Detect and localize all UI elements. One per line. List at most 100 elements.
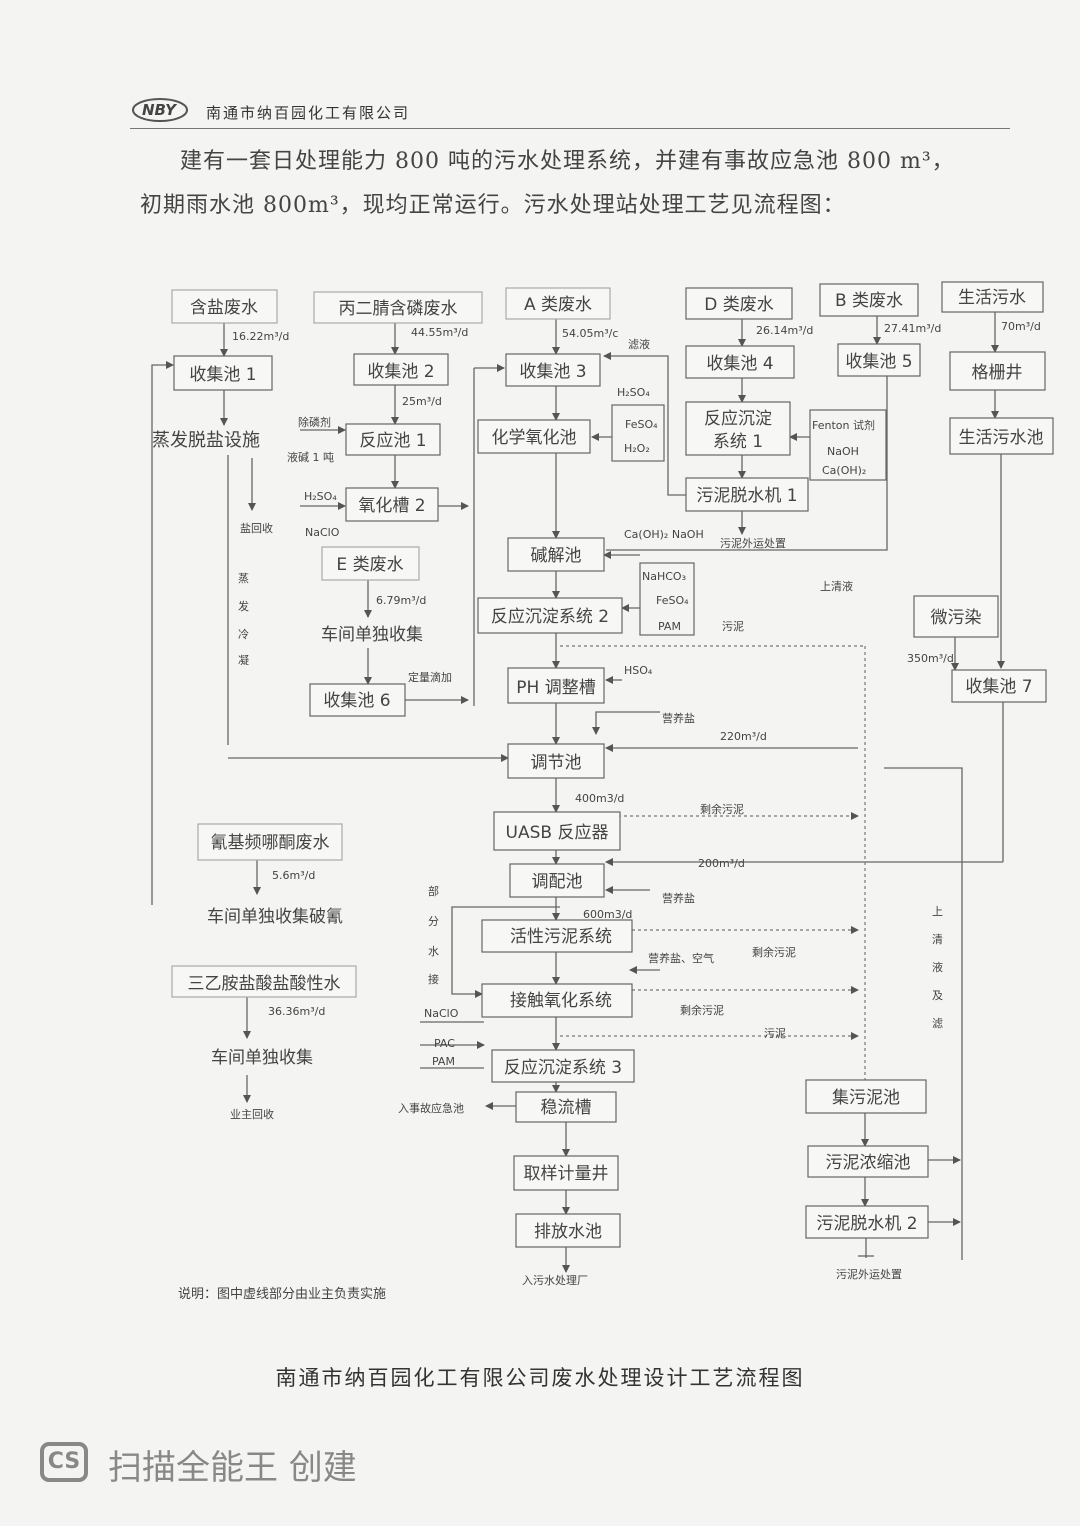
- source-malononitrile-wastewater: 丙二腈含磷废水: [339, 299, 458, 319]
- intro-line-2: 初期雨水池 800m³，现均正常运行。污水处理站处理工艺见流程图：: [140, 193, 846, 218]
- note-evap-char-2: 发: [238, 599, 249, 613]
- note-sludge: 污泥: [764, 1027, 786, 1040]
- unit-sludge-dewatering-1: 污泥脱水机 1: [696, 486, 797, 506]
- unit-discharge-pool: 排放水池: [534, 1222, 602, 1242]
- note-supernatant-char-4: 及: [932, 989, 943, 1002]
- note-evap-char-3: 冷: [238, 628, 249, 641]
- figure-caption: 南通市纳百园化工有限公司废水处理设计工艺流程图: [275, 1366, 805, 1390]
- chem-sulfuric-acid: H₂SO₄: [617, 386, 650, 399]
- note-sludge-offsite: 污泥外运处置: [720, 537, 786, 550]
- note-supernatant: 上清液: [820, 579, 853, 593]
- unit-grille-well: 格栅井: [972, 363, 1023, 383]
- chem-pam: PAM: [658, 620, 681, 633]
- note-to-emergency-pool: 入事故应急池: [398, 1101, 464, 1115]
- unit-reaction-tank-1: 反应池 1: [359, 431, 426, 451]
- unit-collection-2: 收集池 2: [367, 362, 434, 382]
- intro-paragraph: 建有一套日处理能力 800 吨的污水处理系统，并建有事故应急池 800 m³， …: [140, 140, 1010, 228]
- chem-sodium-hydroxide: NaOH: [827, 445, 859, 458]
- source-salt-wastewater: 含盐废水: [190, 298, 258, 318]
- chem-pac: PAC: [434, 1037, 455, 1050]
- unit-workshop-collection: 车间单独收集: [321, 625, 423, 645]
- flow-rate: 5.6m³/d: [272, 869, 315, 882]
- header-rule: [130, 128, 1010, 129]
- unit-reaction-sedimentation-3: 反应沉淀系统 3: [504, 1058, 622, 1078]
- note-owner-recovery: 业主回收: [230, 1107, 274, 1121]
- chem-nutrient-salt: 营养盐: [662, 891, 695, 905]
- chem-sodium-hypochlorite: NaClO: [305, 526, 340, 539]
- unit-flow-stabilizer: 稳流槽: [541, 1098, 592, 1118]
- chem-pam: PAM: [432, 1055, 455, 1068]
- notes: 滤液 盐回收 蒸 发 冷 凝 定量滴加 污泥外运处置 上清液 污泥 剩余污泥 剩…: [178, 337, 943, 1302]
- process-boxes: [171, 281, 1054, 1248]
- unit-evaporation-desalination: 蒸发脱盐设施: [152, 430, 260, 451]
- intro-line-1: 建有一套日处理能力 800 吨的污水处理系统，并建有事故应急池 800 m³，: [180, 149, 955, 174]
- chem-ferrous-sulfate: FeSO₄: [656, 594, 689, 607]
- source-micro-pollution: 微污染: [931, 608, 982, 628]
- flow-rate: 350m³/d: [907, 652, 954, 665]
- unit-collection-3: 收集池 3: [519, 362, 586, 382]
- source-cyanopinacolone-wastewater: 氰基频哪酮废水: [211, 833, 330, 853]
- unit-blending-pool: 调配池: [532, 872, 583, 892]
- watermark-text: 扫描全能王 创建: [108, 1448, 357, 1488]
- flow-rate: 200m³/d: [698, 857, 745, 870]
- note-evap-char-4: 凝: [238, 653, 249, 667]
- unit-oxidation-tank-2: 氧化槽 2: [358, 496, 425, 516]
- chem-ferrous-sulfate: FeSO₄: [625, 418, 658, 431]
- flow-rate: 44.55m³/d: [411, 326, 468, 339]
- chem-liquid-alkali: 液碱 1 吨: [287, 450, 334, 464]
- flow-rates: 16.22m³/d 44.55m³/d 54.05m³/c 26.14m³/d …: [232, 320, 1041, 1018]
- flow-rate: 27.41m³/d: [884, 322, 941, 335]
- unit-alkaline-hydrolysis: 碱解池: [531, 546, 582, 566]
- note-supernatant-char-5: 滤: [932, 1017, 943, 1030]
- unit-contact-oxidation: 接触氧化系统: [510, 991, 612, 1011]
- unit-sampling-metering-well: 取样计量井: [524, 1164, 609, 1184]
- process-flow-diagram: 含盐废水 丙二腈含磷废水 A 类废水 D 类废水 B 类废水 生活污水 E 类废…: [151, 281, 1054, 1302]
- chem-hso4: HSO₄: [624, 664, 653, 677]
- unit-collection-4: 收集池 4: [706, 354, 773, 374]
- unit-sludge-dewatering-2: 污泥脱水机 2: [816, 1214, 917, 1234]
- chem-hydrogen-peroxide: H₂O₂: [624, 442, 650, 455]
- header-company-name: 南通市纳百园化工有限公司: [206, 104, 411, 122]
- flow-rate: 600m3/d: [583, 908, 632, 921]
- unit-sludge-collection: 集污泥池: [832, 1088, 900, 1108]
- source-b-wastewater: B 类废水: [835, 291, 903, 311]
- source-a-wastewater: A 类废水: [524, 295, 592, 315]
- source-labels: 含盐废水 丙二腈含磷废水 A 类废水 D 类废水 B 类废水 生活污水 E 类废…: [188, 288, 1027, 994]
- unit-sludge-thickening: 污泥浓缩池: [826, 1153, 911, 1173]
- note-to-sewage-plant: 入污水处理厂: [522, 1274, 588, 1287]
- source-domestic-sewage: 生活污水: [958, 288, 1026, 308]
- unit-workshop-collection-2: 车间单独收集: [211, 1048, 313, 1068]
- source-e-wastewater: E 类废水: [336, 555, 403, 575]
- chem-nutrient-salt: 营养盐: [662, 711, 695, 725]
- note-excess-sludge: 剩余污泥: [680, 1003, 724, 1017]
- unit-labels: 收集池 1 收集池 2 收集池 3 收集池 4 收集池 5 格栅井 蒸发脱盐设施…: [152, 352, 1044, 1242]
- unit-regulating-pool: 调节池: [531, 753, 582, 773]
- dashed-connectors: [560, 645, 866, 1080]
- chem-fenton-reagent: Fenton 试剂: [812, 418, 875, 432]
- note-sludge: 污泥: [722, 620, 744, 633]
- flow-rate: 16.22m³/d: [232, 330, 289, 343]
- flow-rate: 220m³/d: [720, 730, 767, 743]
- note-partial-char-2: 分: [428, 915, 439, 928]
- page-header: NBY 南通市纳百园化工有限公司: [130, 92, 1010, 132]
- note-supernatant-char-1: 上: [932, 905, 943, 918]
- chem-calcium-hydroxide: Ca(OH)₂: [822, 464, 866, 477]
- source-d-wastewater: D 类废水: [704, 295, 774, 315]
- note-partial-char-1: 部: [428, 884, 439, 898]
- solid-connectors: [151, 312, 1005, 1273]
- source-triethylamine-acid-water: 三乙胺盐酸盐酸性水: [188, 974, 341, 994]
- note-partial-char-3: 水: [428, 945, 439, 958]
- flow-rate: 6.79m³/d: [376, 594, 426, 607]
- unit-workshop-decyanation: 车间单独收集破氰: [207, 907, 343, 927]
- unit-reaction-sedimentation-1b: 系统 1: [713, 432, 763, 452]
- unit-reaction-sedimentation-1a: 反应沉淀: [704, 409, 772, 429]
- note-supernatant-char-2: 清: [932, 933, 943, 946]
- unit-collection-7: 收集池 7: [965, 677, 1032, 697]
- note-dashed-explanation: 说明：图中虚线部分由业主负责实施: [178, 1287, 386, 1302]
- note-supernatant-char-3: 液: [932, 960, 943, 974]
- chem-sodium-hypochlorite: NaClO: [424, 1007, 459, 1020]
- camscanner-icon: CS: [40, 1442, 88, 1482]
- chem-calcium-hydroxide-naoh: Ca(OH)₂ NaOH: [624, 528, 704, 541]
- chemical-labels: 除磷剂 液碱 1 吨 H₂SO₄ NaClO H₂SO₄ FeSO₄ H₂O₂ …: [287, 386, 875, 1068]
- note-evap-char-1: 蒸: [238, 572, 249, 585]
